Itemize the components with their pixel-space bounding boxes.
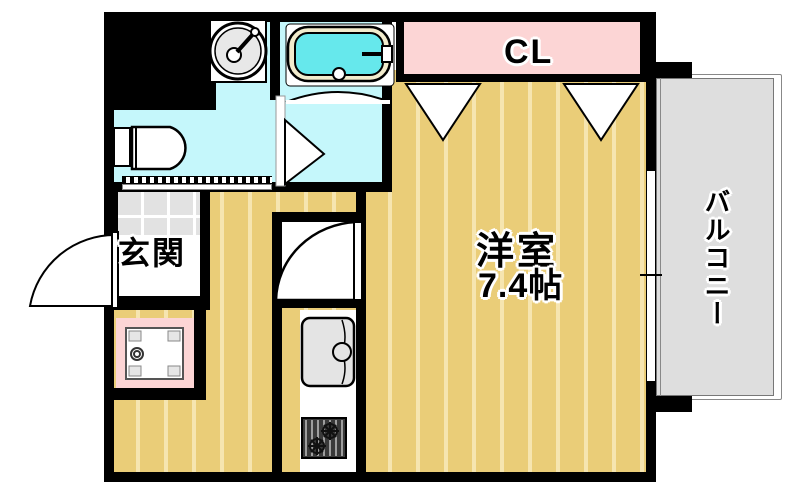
closet-folding-doors[interactable] — [404, 83, 640, 142]
wall-bath-divider-vertical — [270, 12, 280, 100]
wall-hall-top — [272, 212, 364, 222]
wall-bottom — [104, 472, 656, 482]
wall-washer-bottom — [112, 388, 206, 400]
closet-label: CL — [504, 33, 554, 71]
gas-stove-fixture — [301, 417, 347, 459]
wall-genkan-right — [200, 186, 210, 310]
bathtub-apron — [285, 91, 391, 104]
wall-left-lower — [104, 300, 114, 482]
washroom-sliding-door-panel[interactable] — [122, 184, 272, 190]
balcony-door-center-mark — [640, 274, 662, 276]
wall-top — [104, 12, 656, 22]
washing-machine-pan — [125, 327, 184, 380]
wall-closet-bottom — [396, 74, 648, 82]
wall-right-lower — [646, 382, 656, 482]
balcony-label: バルコニー — [701, 188, 731, 328]
entrance-label: 玄関 — [118, 235, 187, 271]
hall-swing-door[interactable] — [272, 220, 366, 306]
wall-block-top-left — [104, 12, 216, 110]
closet-fill — [404, 22, 640, 74]
kitchen-sink-fixture — [300, 316, 356, 388]
wall-hall-door-head — [272, 212, 282, 304]
wall-balcony-top — [646, 62, 692, 78]
wall-closet-right — [640, 12, 648, 82]
balcony-floor — [656, 78, 774, 396]
wall-left-upper — [104, 12, 114, 192]
toilet-fixture — [113, 125, 187, 171]
wall-washer-right — [194, 310, 206, 396]
balcony-sliding-door[interactable] — [646, 170, 656, 382]
wall-kitchen-left — [272, 296, 282, 482]
wall-right-upper — [646, 12, 656, 170]
wall-bathroom-bottom — [280, 182, 392, 192]
wall-genkan-step — [112, 296, 210, 310]
genkan-step-area — [118, 235, 206, 303]
wall-entrance-left-top — [104, 186, 118, 242]
living-room-floor — [364, 70, 656, 482]
living-room-label: 洋室 — [476, 231, 559, 273]
washbasin-fixture — [208, 19, 268, 83]
wall-living-left-lower — [356, 304, 366, 482]
wall-closet-left — [396, 12, 404, 82]
bathroom-folding-door[interactable] — [275, 95, 336, 188]
living-room-size: 7.4帖 — [478, 267, 564, 305]
balcony-outer-rail — [660, 74, 782, 400]
wall-balcony-bottom — [646, 396, 692, 412]
entrance-door[interactable] — [28, 180, 210, 310]
washroom-sliding-door-track[interactable] — [122, 176, 272, 184]
bathtub-fixture — [285, 23, 395, 87]
